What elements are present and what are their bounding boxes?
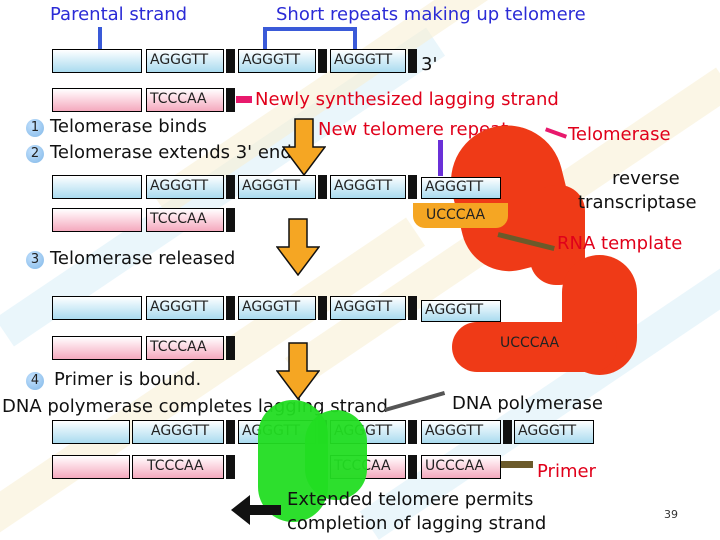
strand-end <box>226 336 235 360</box>
repeats-bracket <box>353 27 357 49</box>
complement-box: TCCCAA <box>146 336 224 360</box>
repeat-box: AGGGTT <box>330 49 406 73</box>
short-repeats-label: Short repeats making up telomere <box>276 4 586 25</box>
primer-pointer <box>501 461 533 468</box>
repeat-box: AGGGTT <box>330 175 406 199</box>
step-2-text: Telomerase extends 3' end <box>50 142 292 163</box>
complement-box: TCCCAA <box>146 88 224 112</box>
down-arrow-icon <box>276 342 320 400</box>
dna-strand-parental <box>52 420 130 444</box>
lagging-strand <box>52 455 130 479</box>
dna-polymerase-label: DNA polymerase <box>452 393 603 414</box>
repeat-box: AGGGTT <box>238 49 316 73</box>
repeat-box: AGGGTT <box>132 420 224 444</box>
repeat-separator <box>408 455 417 479</box>
repeats-bracket <box>263 27 267 49</box>
extended-telomere-label: Extended telomere permits <box>287 489 534 510</box>
complement-box: TCCCAA <box>146 208 224 232</box>
step-number-1: 1 <box>26 119 44 137</box>
primer-label: Primer <box>537 461 596 482</box>
down-arrow-icon <box>276 218 320 276</box>
telomerase-pointer <box>544 127 568 139</box>
three-prime-label: 3' <box>421 54 438 75</box>
complement-box: TCCCAA <box>132 455 224 479</box>
step-number-3: 3 <box>26 251 44 269</box>
new-repeat-box: AGGGTT <box>514 420 594 444</box>
telomerase-label: Telomerase <box>568 124 671 145</box>
repeat-separator <box>318 175 327 199</box>
new-repeat-pointer <box>438 140 443 176</box>
dna-strand-parental <box>52 49 142 73</box>
repeat-box: AGGGTT <box>146 49 224 73</box>
repeats-bracket <box>263 27 357 31</box>
rna-template-box <box>413 203 508 228</box>
rna-template-sequence: UCCCAA <box>500 335 560 351</box>
repeat-separator <box>226 175 235 199</box>
slide-number: 39 <box>664 508 678 521</box>
lagging-strand <box>52 88 142 112</box>
reverse-transcriptase-label: reverse <box>612 168 680 189</box>
rna-template-label: RNA template <box>557 233 683 254</box>
repeat-separator <box>226 420 235 444</box>
repeat-box: AGGGTT <box>146 296 224 320</box>
dna-strand-parental <box>52 296 142 320</box>
repeat-separator <box>318 49 327 73</box>
dna-polymerase-pointer <box>384 390 446 412</box>
new-repeat-box: AGGGTT <box>421 420 501 444</box>
dna-polymerase-enzyme <box>305 410 367 500</box>
repeat-box: AGGGTT <box>330 296 406 320</box>
telomerase-enzyme <box>452 322 617 372</box>
repeat-separator <box>408 49 417 73</box>
repeat-box: AGGGTT <box>146 175 224 199</box>
repeat-separator <box>503 420 512 444</box>
primer-box: UCCCAA <box>421 455 501 479</box>
strand-end <box>226 455 235 479</box>
down-arrow-icon <box>282 118 326 176</box>
repeat-separator <box>408 296 417 320</box>
reverse-transcriptase-label: transcriptase <box>578 192 697 213</box>
step-3-text: Telomerase released <box>50 248 236 269</box>
parental-pointer <box>98 27 102 49</box>
step-4-text: Primer is bound. <box>54 369 202 390</box>
repeat-box: AGGGTT <box>238 296 316 320</box>
parental-strand-label: Parental strand <box>50 4 188 25</box>
extended-telomere-label: completion of lagging strand <box>287 513 547 534</box>
newly-synthesized-label: Newly synthesized lagging strand <box>255 89 559 110</box>
strand-end <box>226 88 235 112</box>
repeat-separator <box>408 175 417 199</box>
left-arrow-icon <box>231 495 281 525</box>
strand-end <box>226 208 235 232</box>
lagging-strand <box>52 208 142 232</box>
rna-template-sequence: UCCCAA <box>426 207 486 223</box>
repeat-separator <box>408 420 417 444</box>
lagging-strand <box>52 336 142 360</box>
step-number-4: 4 <box>26 372 44 390</box>
lagging-pointer <box>236 96 252 103</box>
repeat-separator <box>226 296 235 320</box>
dna-strand-parental <box>52 175 142 199</box>
new-repeat-box: AGGGTT <box>421 177 501 199</box>
repeat-separator <box>318 296 327 320</box>
repeat-separator <box>226 49 235 73</box>
step-1-text: Telomerase binds <box>50 116 207 137</box>
new-telomere-repeat-label: New telomere repeat <box>318 119 509 140</box>
new-repeat-box: AGGGTT <box>421 300 501 322</box>
step-number-2: 2 <box>26 145 44 163</box>
repeat-box: AGGGTT <box>238 175 316 199</box>
